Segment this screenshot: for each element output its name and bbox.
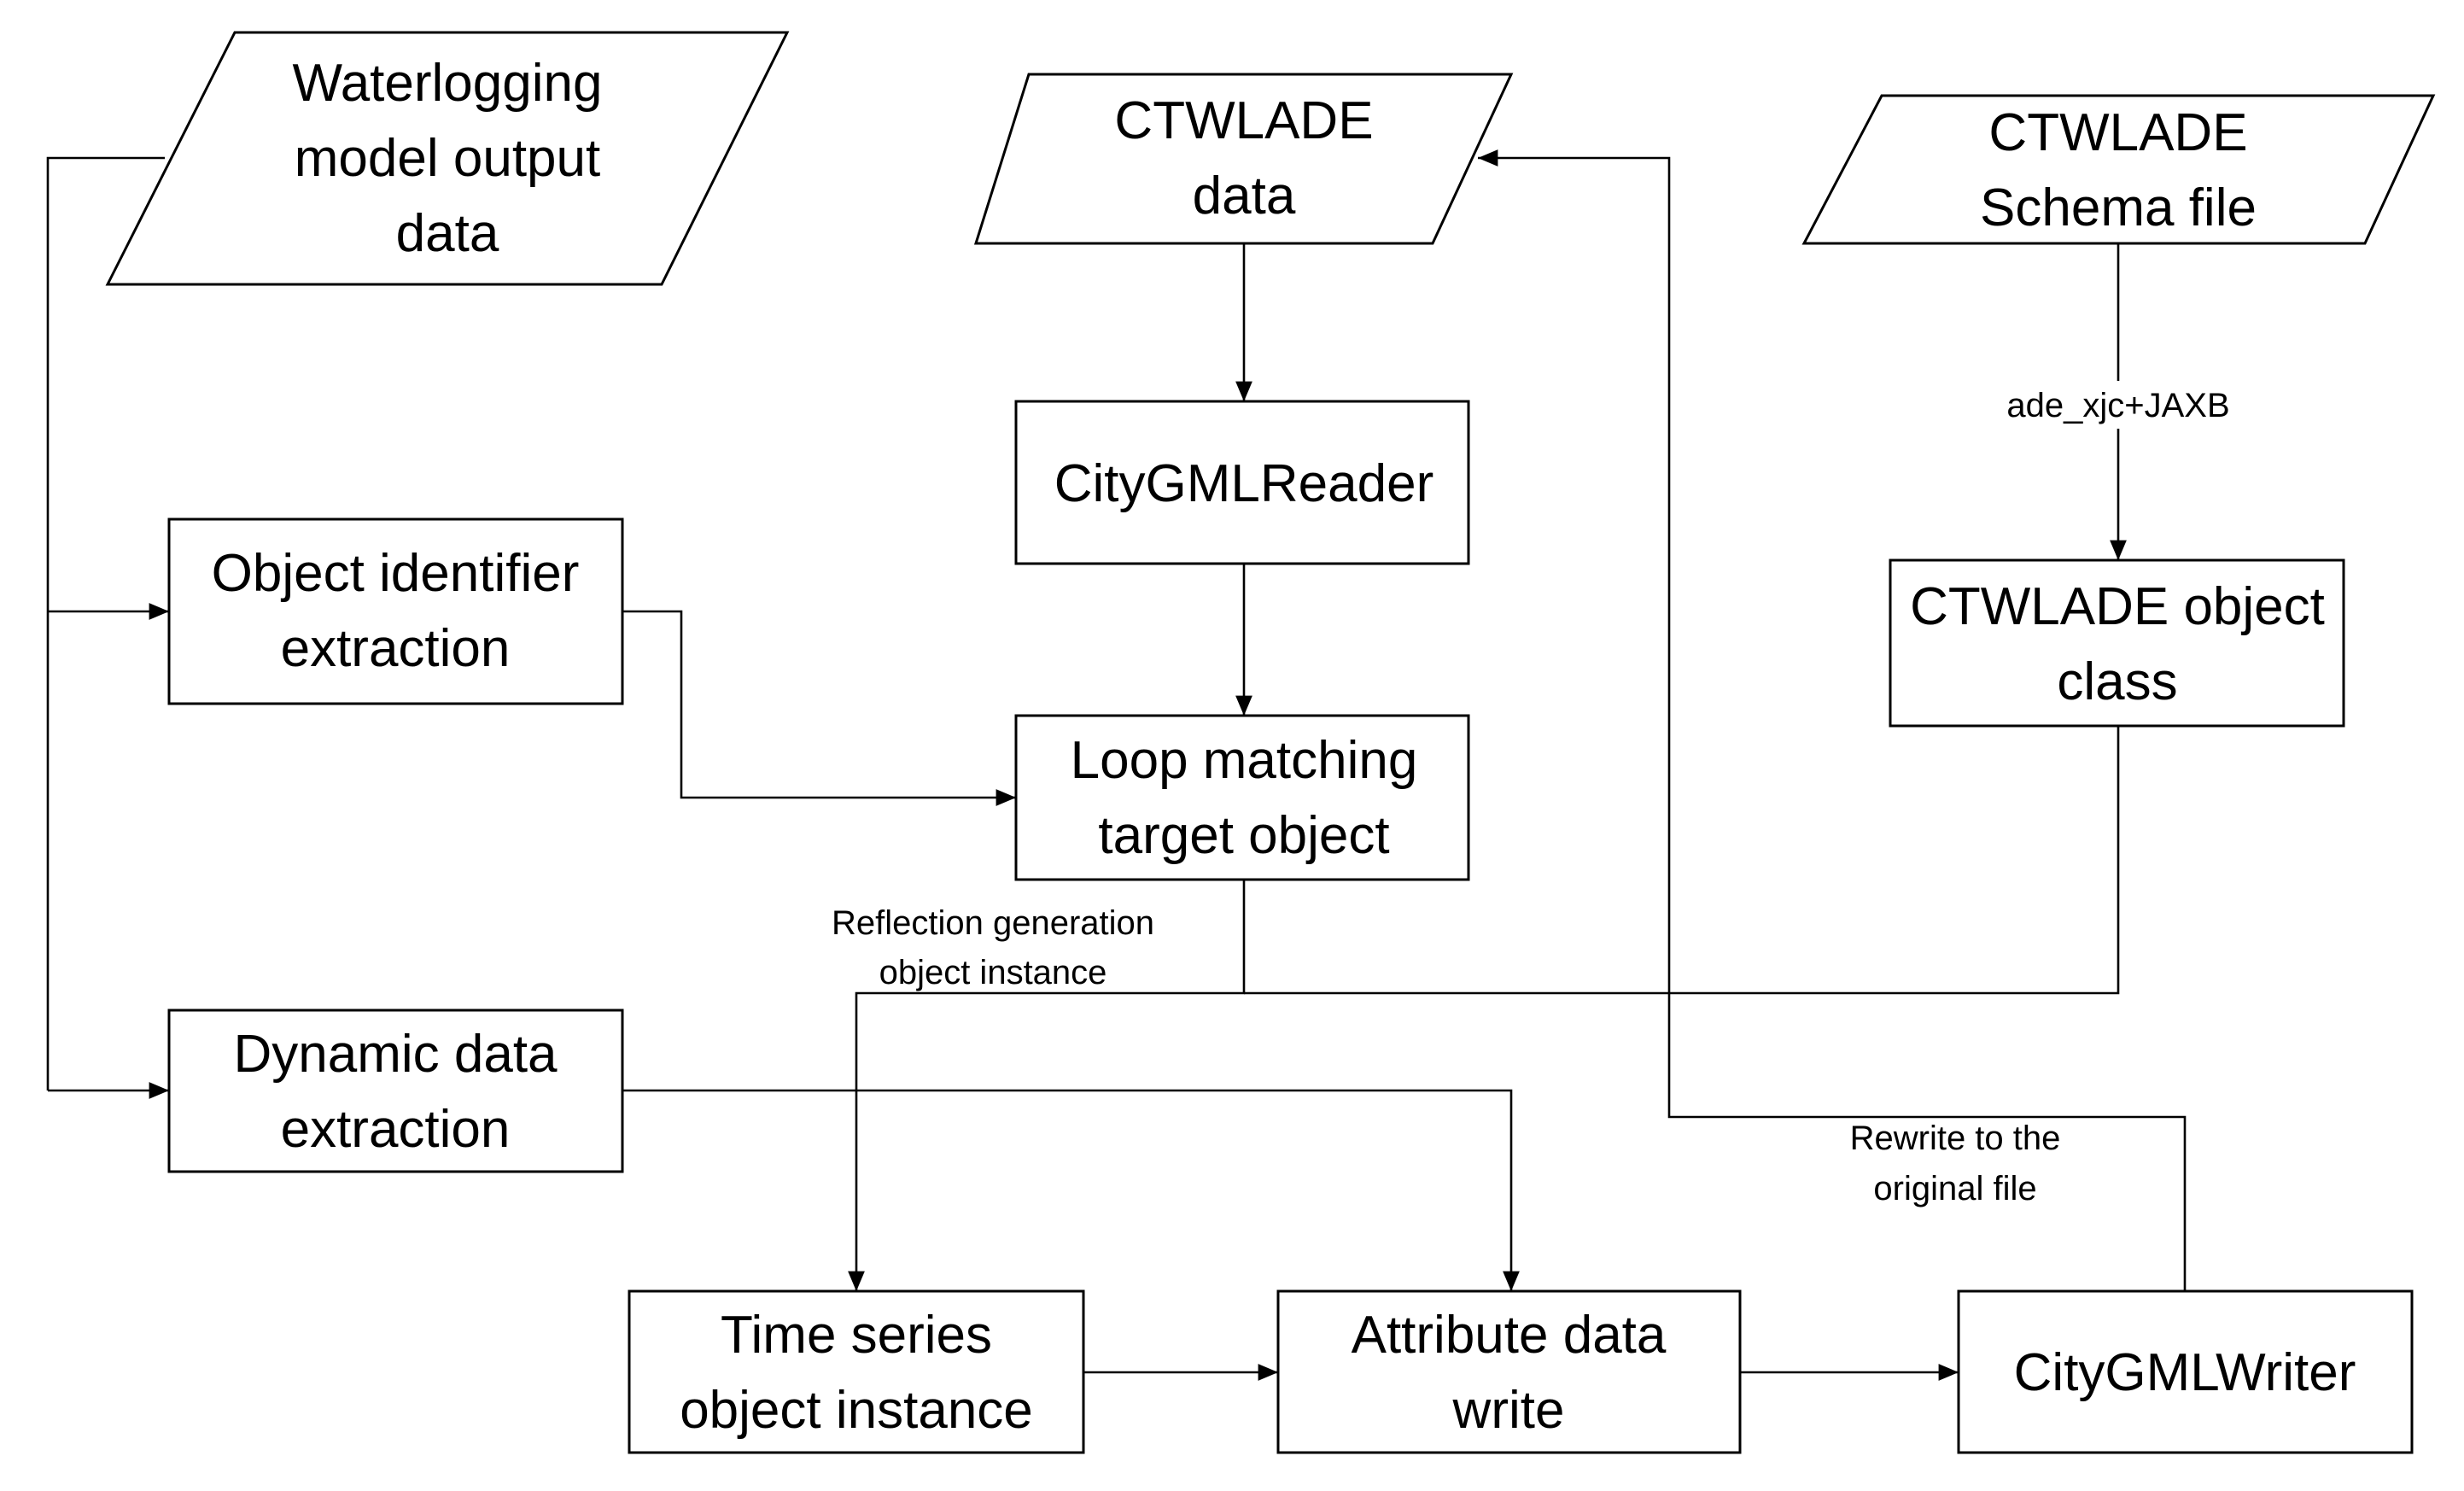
input-ctwlade-data-line-1: CTWLADE [1114, 91, 1373, 150]
edge-object-class-to-junction [1244, 726, 2120, 995]
edge-label-ade-xjc-jaxb: ade_xjc+JAXB [1994, 381, 2242, 429]
process-time-series-object-instance: Time series object instance [628, 1289, 1085, 1454]
edge-label-rewrite-to-original-file: Rewrite to the original file [1850, 1120, 2061, 1207]
edge-waterlogging-to-bus [46, 156, 165, 1090]
input-waterlogging-line-1: Waterlogging [292, 54, 602, 113]
process-ctwlade-object-class: CTWLADE object class [1889, 558, 2345, 728]
process-time-series-line-1: Time series [721, 1306, 992, 1365]
process-dynamic-data-line-1: Dynamic data [233, 1025, 558, 1084]
edge-object-identifier-to-loop-matching [622, 610, 1016, 806]
process-attribute-write-line-1: Attribute data [1352, 1306, 1667, 1365]
edge-label-rewrite-line-1: Rewrite to the [1850, 1120, 2061, 1157]
edge-label-reflection-line-2: object instance [879, 954, 1107, 991]
process-loop-matching-line-2: target object [1098, 806, 1389, 865]
edge-label-ade-xjc-text: ade_xjc+JAXB [2006, 387, 2229, 424]
process-attribute-data-write: Attribute data write [1276, 1289, 1742, 1454]
process-citygml-writer: CityGMLWriter [1957, 1289, 2414, 1454]
process-dynamic-data-line-2: extraction [281, 1100, 511, 1159]
process-time-series-line-2: object instance [680, 1381, 1033, 1440]
process-dynamic-data-extraction: Dynamic data extraction [167, 1009, 624, 1173]
edge-label-reflection-line-1: Reflection generation [832, 904, 1154, 942]
input-waterlogging-line-2: model output [295, 129, 600, 188]
edge-label-reflection-generation: Reflection generation object instance [832, 904, 1154, 991]
input-ctwlade-schema-file: CTWLADE Schema file [1801, 94, 2436, 245]
connectors [46, 149, 2187, 1381]
process-attribute-write-line-2: write [1452, 1381, 1565, 1440]
edge-writer-to-ctwlade-data [1478, 149, 2187, 1291]
edge-loop-matching-to-time-series [848, 880, 1246, 1291]
process-loop-matching-target-object: Loop matching target object [1014, 714, 1470, 881]
process-object-identifier-extraction: Object identifier extraction [167, 517, 624, 705]
input-ctwlade-schema-line-2: Schema file [1980, 178, 2257, 237]
edge-dynamic-data-to-attribute-write [622, 1089, 1520, 1291]
process-loop-matching-line-1: Loop matching [1071, 731, 1418, 790]
process-citygml-reader-label: CityGMLReader [1054, 454, 1433, 513]
input-waterlogging-line-3: data [396, 204, 499, 263]
input-ctwlade-data-line-2: data [1193, 167, 1296, 225]
process-ctwlade-object-class-line-2: class [2057, 652, 2177, 711]
input-waterlogging-model-output-data: Waterlogging model output data [105, 31, 790, 286]
process-object-identifier-line-2: extraction [281, 619, 511, 678]
process-citygml-reader: CityGMLReader [1014, 400, 1470, 565]
edge-label-rewrite-line-2: original file [1873, 1170, 2036, 1207]
process-citygml-writer-label: CityGMLWriter [2014, 1343, 2356, 1402]
process-ctwlade-object-class-line-1: CTWLADE object [1910, 577, 2325, 636]
input-ctwlade-data: CTWLADE data [973, 73, 1514, 245]
input-ctwlade-schema-line-1: CTWLADE [1988, 103, 2247, 162]
process-object-identifier-line-1: Object identifier [212, 544, 580, 603]
